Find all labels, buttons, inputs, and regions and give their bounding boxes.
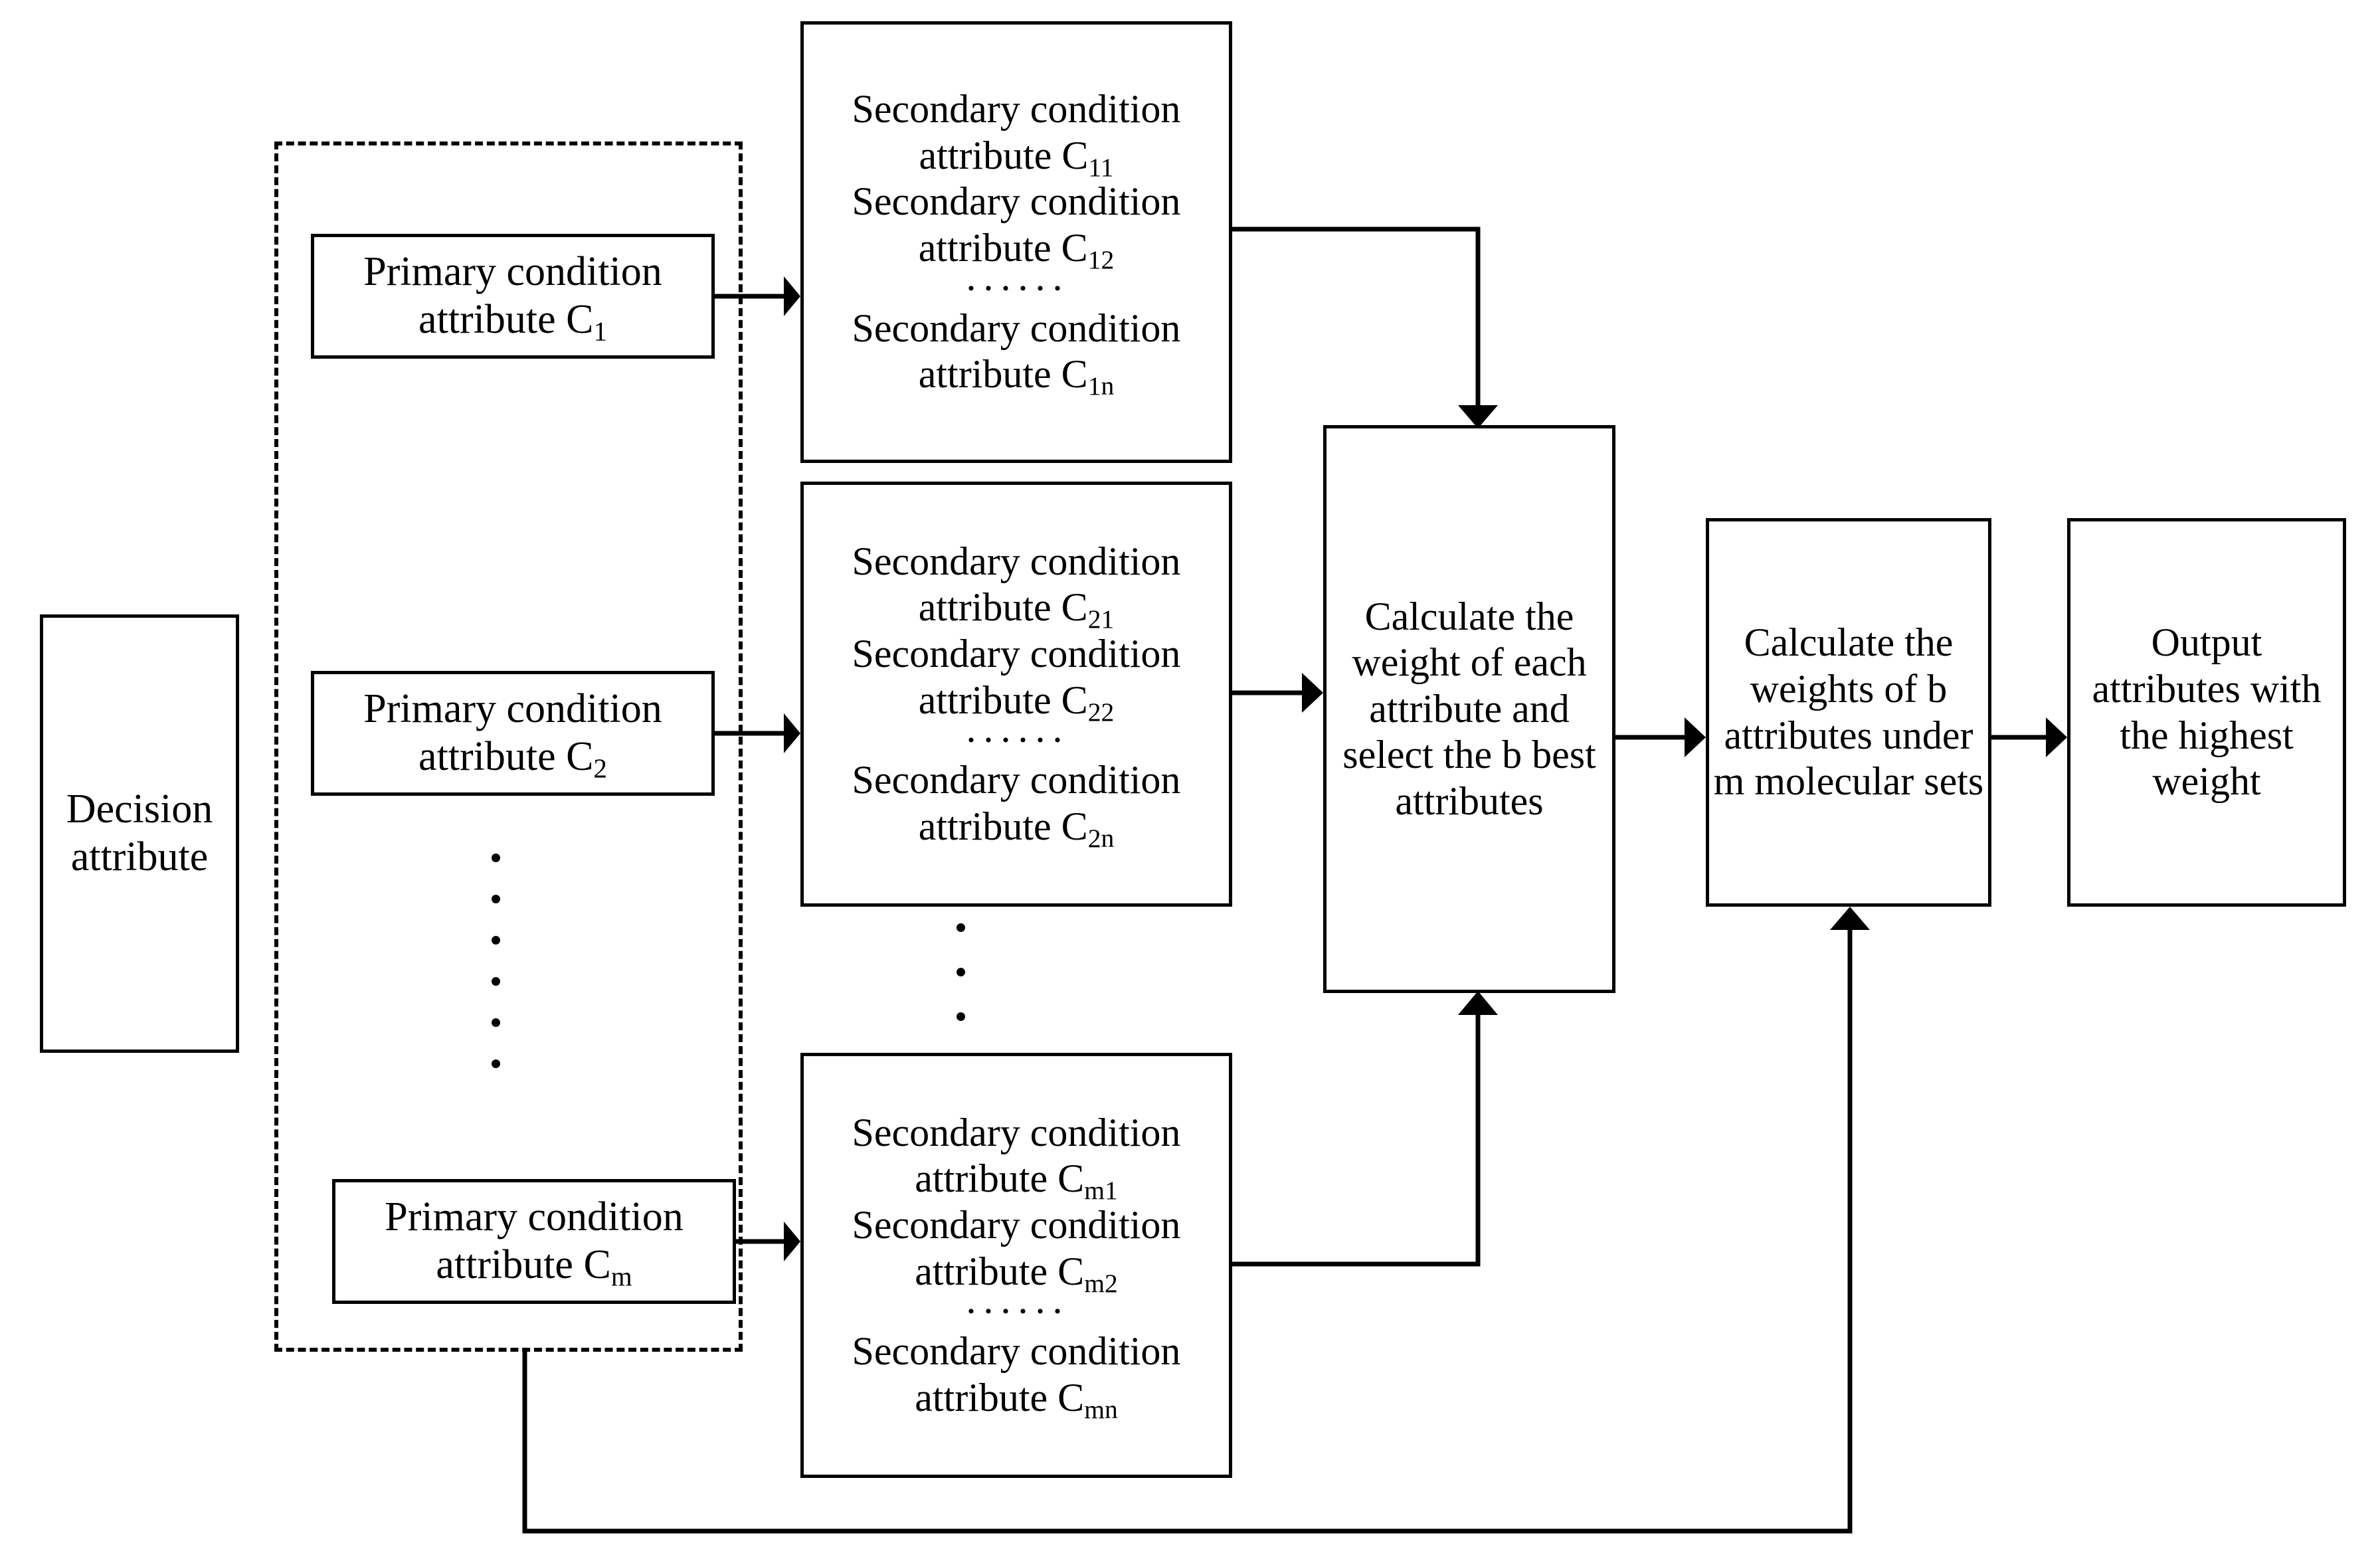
decision-attribute-box[interactable]: Decision attribute [40, 614, 239, 1053]
secondary-s1-line1: Secondary condition attribute C11 [852, 87, 1181, 180]
calculate-weight-select-best-box[interactable]: Calculate the weight of each attribute a… [1323, 425, 1615, 993]
secondary-s2-line2: Secondary condition attribute C22 [852, 631, 1181, 725]
ellipsis-dot [492, 854, 500, 862]
secondary-condition-attribute-c1x-box[interactable]: Secondary condition attribute C11 Second… [800, 21, 1232, 463]
ellipsis-dot [957, 1012, 965, 1021]
primary-c2-label: Primary condition attribute C2 [314, 685, 711, 784]
secondary-s1-line3-subscript: 1n [1087, 371, 1115, 401]
arrow-secondary-s2-to-calc-weight [1232, 673, 1323, 713]
secondary-s2-line2-prefix: Secondary condition attribute C [852, 631, 1181, 722]
secondary-sm-line3-subscript: mn [1084, 1394, 1118, 1424]
primary-c1-prefix: Primary condition attribute C [363, 249, 662, 342]
ellipsis-dot [492, 977, 500, 986]
output-label: Output attributes with the highest weigh… [2092, 620, 2322, 804]
ellipsis-dot [492, 936, 500, 945]
arrow-secondary-sm-to-calc-weight [1232, 991, 1498, 1267]
secondary-condition-attribute-c2x-box[interactable]: Secondary condition attribute C21 Second… [800, 482, 1232, 907]
secondary-s2-line1: Secondary condition attribute C21 [852, 539, 1181, 632]
secondary-s2-line3: Secondary condition attribute C2n [852, 758, 1181, 851]
secondary-sm-line2-subscript: m2 [1084, 1268, 1118, 1298]
secondary-s1-ellipsis: ······ [964, 266, 1068, 310]
decision-attribute-label: Decision attribute [66, 786, 213, 879]
arrow-primary-cm-to-secondary-sm [736, 1222, 800, 1261]
secondary-condition-attribute-cmx-box[interactable]: Secondary condition attribute Cm1 Second… [800, 1053, 1232, 1478]
primary-column-vertical-ellipsis [492, 854, 500, 1101]
calculate-weight-label: Calculate the weight of each attribute a… [1342, 594, 1596, 823]
arrow-calc-b-to-output [1991, 717, 2067, 757]
secondary-sm-line1: Secondary condition attribute Cm1 [852, 1110, 1181, 1204]
secondary-s1-line1-subscript: 11 [1088, 152, 1114, 182]
secondary-s1-line3-prefix: Secondary condition attribute C [852, 306, 1181, 397]
secondary-s1-content: Secondary condition attribute C11 Second… [804, 86, 1229, 399]
secondary-sm-ellipsis: ······ [964, 1289, 1068, 1334]
secondary-sm-line2: Secondary condition attribute Cm2 [852, 1202, 1181, 1296]
primary-cm-subscript: m [610, 1261, 632, 1292]
secondary-s1-line1-prefix: Secondary condition attribute C [852, 87, 1181, 177]
output-highest-weight-attributes-box[interactable]: Output attributes with the highest weigh… [2067, 518, 2346, 907]
secondary-s2-line1-prefix: Secondary condition attribute C [852, 539, 1181, 630]
primary-attribute-group-dashed-box [274, 141, 743, 1352]
secondary-s2-line2-subscript: 22 [1087, 697, 1115, 727]
primary-c1-subscript: 1 [593, 316, 607, 347]
secondary-sm-line3-prefix: Secondary condition attribute C [852, 1329, 1181, 1419]
secondary-s2-ellipsis: ······ [964, 718, 1068, 763]
ellipsis-dot [492, 1018, 500, 1027]
secondary-s1-line3: Secondary condition attribute C1n [852, 306, 1181, 399]
ellipsis-dot [957, 923, 965, 932]
primary-c2-prefix: Primary condition attribute C [363, 686, 662, 779]
secondary-sm-line2-prefix: Secondary condition attribute C [852, 1202, 1181, 1293]
primary-c2-subscript: 2 [593, 753, 607, 784]
primary-cm-prefix: Primary condition attribute C [385, 1194, 684, 1287]
secondary-sm-line1-subscript: m1 [1084, 1176, 1118, 1206]
primary-c1-label: Primary condition attribute C1 [314, 248, 711, 347]
arrow-calc-weight-to-calc-b [1615, 717, 1706, 757]
secondary-sm-line3: Secondary condition attribute Cmn [852, 1329, 1181, 1422]
arrow-secondary-s1-to-calc-weight [1232, 227, 1498, 428]
secondary-s1-line2: Secondary condition attribute C12 [852, 179, 1181, 272]
primary-condition-attribute-cm-box[interactable]: Primary condition attribute Cm [332, 1179, 736, 1304]
secondary-sm-content: Secondary condition attribute Cm1 Second… [804, 1110, 1229, 1423]
ellipsis-dot [492, 895, 500, 903]
secondary-s2-line3-subscript: 2n [1087, 823, 1115, 853]
primary-cm-label: Primary condition attribute Cm [335, 1194, 733, 1292]
primary-condition-attribute-c1-box[interactable]: Primary condition attribute C1 [311, 234, 715, 359]
secondary-s2-line3-prefix: Secondary condition attribute C [852, 758, 1181, 848]
secondary-sm-line1-prefix: Secondary condition attribute C [852, 1110, 1181, 1201]
secondary-s1-line2-subscript: 12 [1087, 245, 1115, 275]
ellipsis-dot [492, 1059, 500, 1068]
secondary-column-vertical-ellipsis [957, 923, 965, 1057]
calculate-b-attribute-weights-box[interactable]: Calculate the weights of b attributes un… [1706, 518, 1991, 907]
secondary-s2-line1-subscript: 21 [1087, 604, 1115, 634]
ellipsis-dot [957, 968, 965, 976]
calculate-b-label: Calculate the weights of b attributes un… [1713, 620, 1984, 804]
primary-condition-attribute-c2-box[interactable]: Primary condition attribute C2 [311, 671, 715, 796]
secondary-s2-content: Secondary condition attribute C21 Second… [804, 539, 1229, 852]
secondary-s1-line2-prefix: Secondary condition attribute C [852, 179, 1181, 270]
